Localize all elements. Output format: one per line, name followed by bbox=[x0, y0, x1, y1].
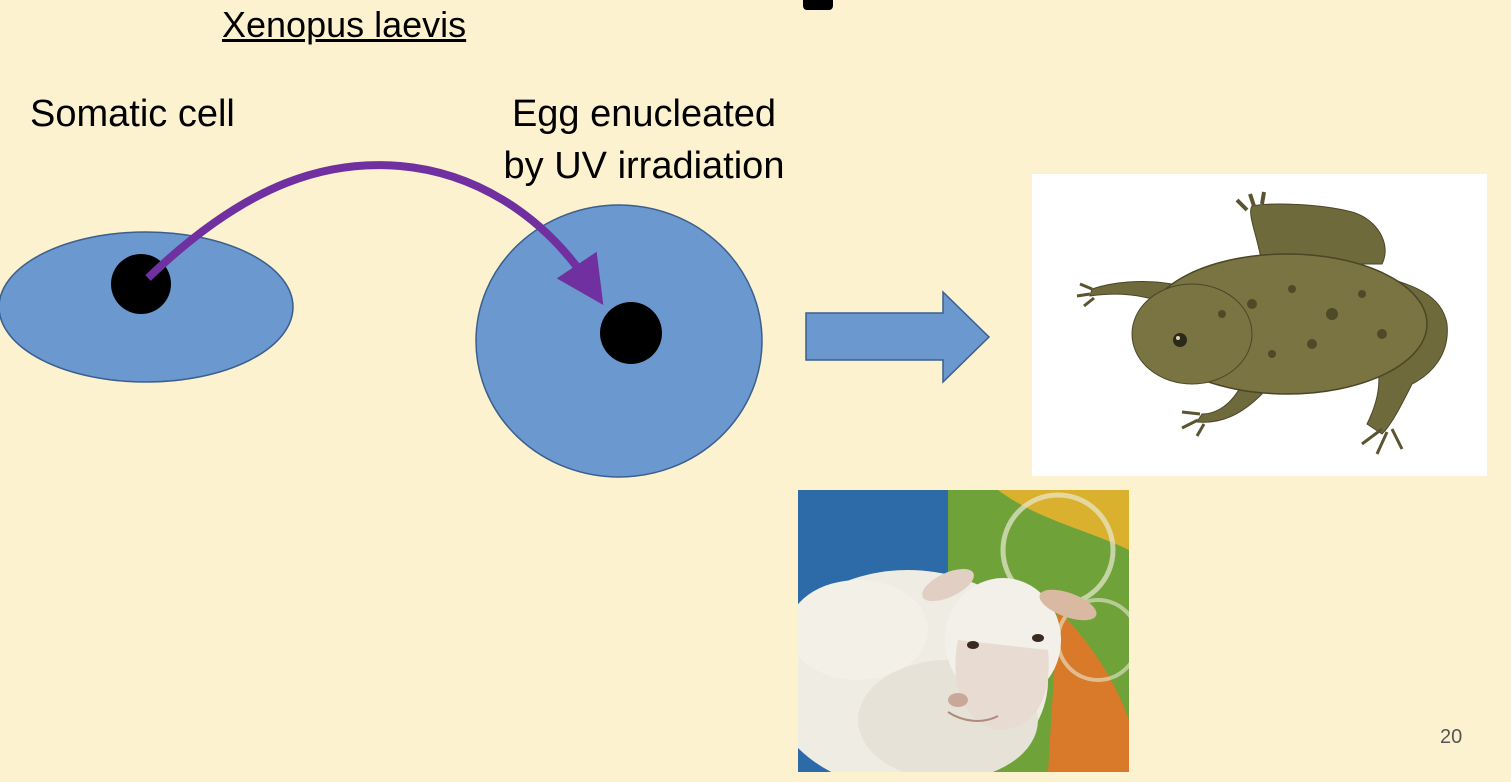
title-fragment bbox=[803, 0, 833, 10]
right-block-arrow-icon bbox=[805, 290, 991, 384]
sheep-photo bbox=[798, 490, 1129, 772]
egg-label-line2: by UV irradiation bbox=[503, 145, 785, 187]
egg-label: Egg enucleated by UV irradiation bbox=[487, 88, 801, 192]
somatic-cell-label: Somatic cell bbox=[30, 93, 235, 135]
species-label: Xenopus laevis bbox=[222, 4, 467, 45]
sheep-image bbox=[798, 490, 1129, 772]
egg-nucleus bbox=[600, 302, 662, 364]
frog-photo bbox=[1032, 174, 1487, 476]
nucleus-transfer-arrow bbox=[145, 161, 604, 305]
egg-label-line1: Egg enucleated bbox=[511, 93, 777, 135]
frog-image bbox=[1032, 174, 1487, 476]
slide-number: 20 bbox=[1440, 726, 1463, 748]
